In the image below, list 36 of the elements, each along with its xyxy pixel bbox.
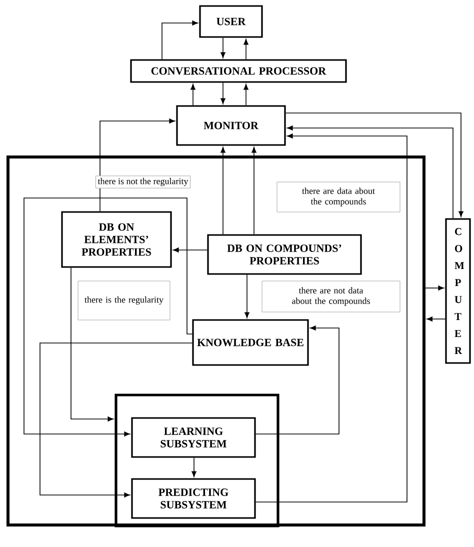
block-box: CONVERSATIONAL PROCESSOR bbox=[130, 59, 347, 83]
frame-box bbox=[114, 394, 280, 528]
note-box: there is the regularity bbox=[78, 280, 170, 320]
note-box: there are not data about the compounds bbox=[262, 280, 400, 312]
arrow bbox=[192, 457, 196, 478]
arrow bbox=[426, 316, 446, 322]
arrow bbox=[286, 126, 454, 219]
arrow bbox=[255, 326, 340, 434]
block-box: USER bbox=[199, 5, 263, 38]
arrow bbox=[285, 112, 464, 218]
arrow bbox=[172, 248, 208, 252]
arrow bbox=[220, 146, 226, 235]
note-box: there are data about the compounds bbox=[276, 182, 400, 212]
arrow bbox=[24, 198, 193, 436]
block-box: PREDICTING SUBSYSTEM bbox=[131, 478, 256, 519]
block-box: DB ON COMPOUNDS’ PROPERTIES bbox=[207, 234, 362, 275]
block-box: KNOWLEDGE BASE bbox=[192, 319, 309, 366]
block-box: DB ON ELEMENTS’ PROPERTIES bbox=[61, 211, 172, 268]
arrow bbox=[190, 84, 196, 106]
arrow bbox=[220, 82, 226, 104]
block-box: MONITOR bbox=[176, 105, 286, 146]
arrow bbox=[40, 342, 193, 498]
frame-box bbox=[6, 156, 426, 526]
block-box: LEARNING SUBSYSTEM bbox=[131, 417, 256, 458]
arrow bbox=[425, 286, 444, 290]
edge-label: there is not the regularity bbox=[96, 176, 190, 188]
arrow bbox=[244, 274, 250, 318]
arrow bbox=[100, 118, 176, 212]
arrow bbox=[252, 146, 256, 235]
computer-box: COMPUTER bbox=[445, 218, 471, 364]
arrow bbox=[220, 37, 226, 58]
arrow bbox=[255, 134, 408, 502]
arrow bbox=[162, 20, 198, 60]
arrow bbox=[244, 84, 248, 106]
arrow bbox=[244, 39, 248, 60]
arrow bbox=[70, 267, 114, 422]
